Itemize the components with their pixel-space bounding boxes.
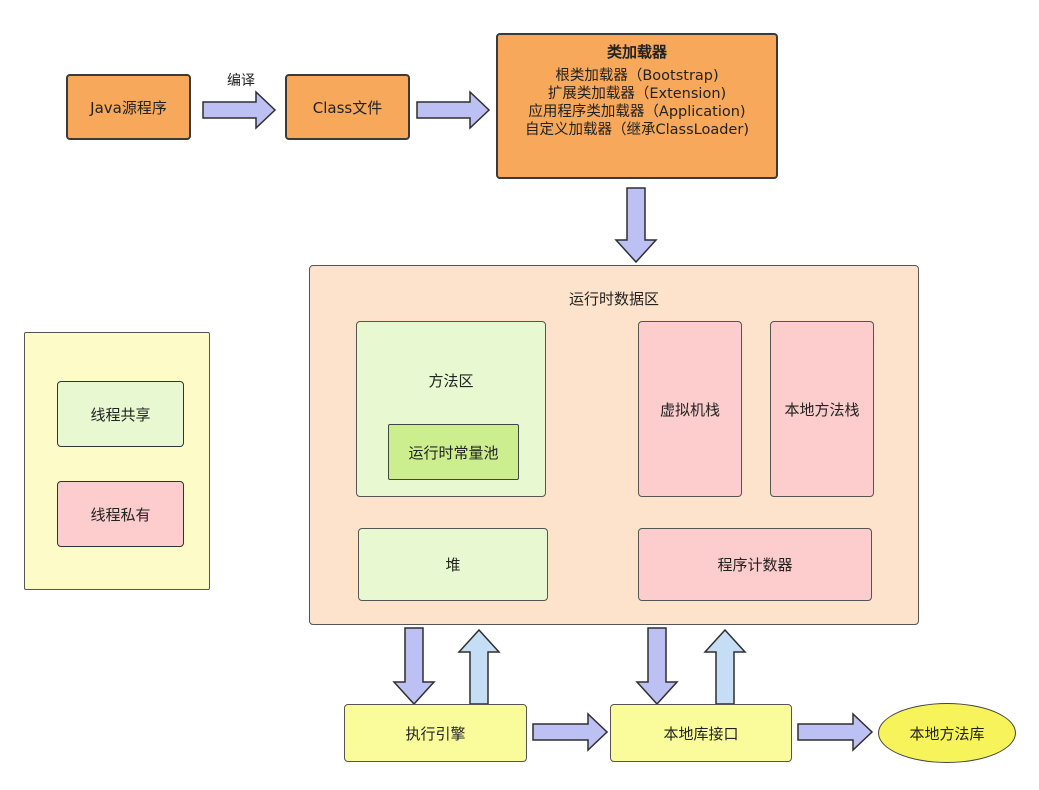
arrow-engine-to-runtime bbox=[457, 628, 501, 705]
arrow-engine-to-native bbox=[532, 712, 609, 752]
legend-shared: 线程共享 bbox=[57, 381, 184, 447]
class-loader-list: 根类加载器（Bootstrap) 扩展类加载器（Extension) 应用程序类… bbox=[498, 67, 776, 139]
constant-pool-label: 运行时常量池 bbox=[408, 443, 499, 462]
pc-register-label: 程序计数器 bbox=[717, 556, 793, 574]
legend-shared-label: 线程共享 bbox=[90, 405, 151, 424]
arrow-loader-to-runtime bbox=[614, 187, 658, 264]
native-stack-label: 本地方法栈 bbox=[784, 400, 860, 419]
loader-custom: 自定义加载器（继承ClassLoader) bbox=[525, 122, 749, 138]
native-library-label: 本地方法库 bbox=[909, 724, 985, 743]
arrow-runtime-to-native bbox=[635, 627, 679, 706]
compile-label: 编译 bbox=[227, 73, 255, 89]
class-loader-title: 类加载器 bbox=[606, 43, 667, 61]
native-interface-label: 本地库接口 bbox=[663, 724, 739, 743]
arrow-native-to-runtime bbox=[703, 628, 747, 705]
native-library-ellipse: 本地方法库 bbox=[878, 703, 1016, 763]
method-area-title: 方法区 bbox=[428, 372, 474, 390]
loader-application: 应用程序类加载器（Application) bbox=[528, 104, 746, 120]
arrow-compile bbox=[202, 90, 277, 130]
runtime-area-title: 运行时数据区 bbox=[568, 290, 659, 308]
constant-pool-box: 运行时常量池 bbox=[388, 424, 519, 480]
java-source-box: Java源程序 bbox=[66, 74, 191, 140]
execution-engine-box: 执行引擎 bbox=[344, 704, 527, 762]
pc-register-box: 程序计数器 bbox=[638, 528, 872, 601]
legend-private-label: 线程私有 bbox=[90, 505, 151, 524]
legend-private: 线程私有 bbox=[57, 481, 184, 547]
heap-box: 堆 bbox=[358, 528, 548, 601]
native-stack-box: 本地方法栈 bbox=[770, 321, 874, 497]
class-file-label: Class文件 bbox=[312, 98, 383, 117]
loader-bootstrap: 根类加载器（Bootstrap) bbox=[555, 68, 719, 84]
execution-engine-label: 执行引擎 bbox=[405, 724, 466, 743]
arrow-native-to-library bbox=[797, 712, 874, 752]
vm-stack-box: 虚拟机栈 bbox=[638, 321, 742, 497]
arrow-to-loader bbox=[416, 90, 491, 130]
legend-box bbox=[24, 332, 210, 590]
loader-extension: 扩展类加载器（Extension) bbox=[547, 86, 727, 102]
vm-stack-label: 虚拟机栈 bbox=[659, 400, 720, 419]
arrow-runtime-to-engine bbox=[392, 627, 436, 706]
class-file-box: Class文件 bbox=[285, 74, 410, 140]
heap-label: 堆 bbox=[445, 556, 461, 574]
native-interface-box: 本地库接口 bbox=[610, 704, 792, 762]
java-source-label: Java源程序 bbox=[90, 98, 167, 117]
class-loader-box: 类加载器 根类加载器（Bootstrap) 扩展类加载器（Extension) … bbox=[496, 33, 778, 179]
